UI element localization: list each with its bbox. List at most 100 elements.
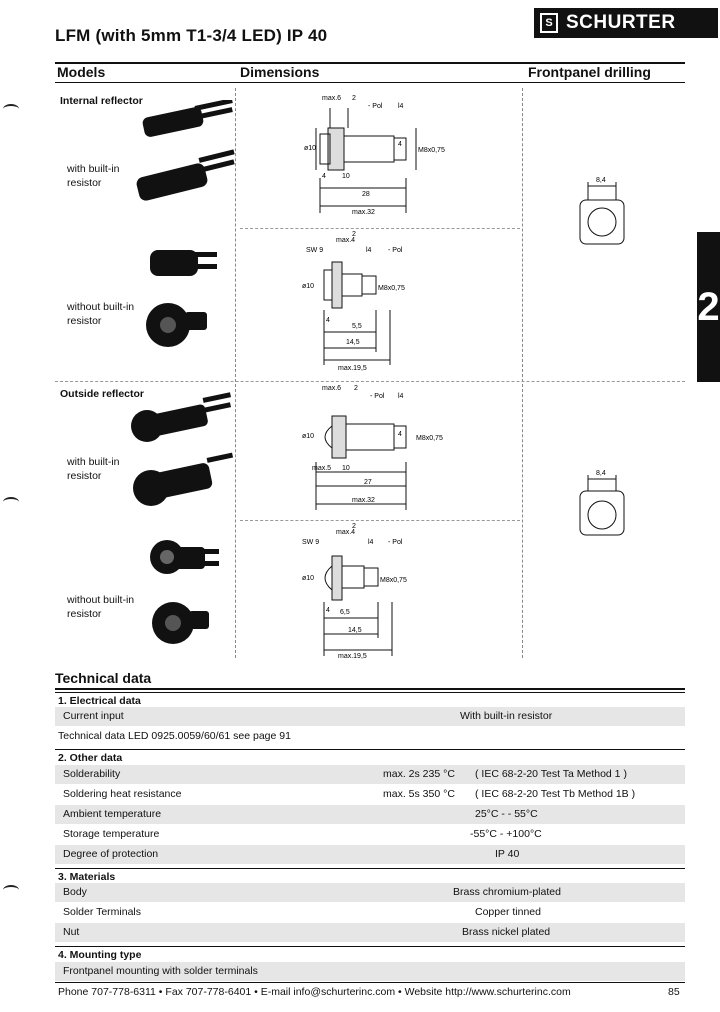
dim-label: 10: [342, 465, 350, 472]
table-row: Ambient temperature 25°C - - 55°C: [55, 805, 685, 824]
dim-label: 2: [352, 95, 356, 102]
punch-hole-mark: [3, 497, 19, 507]
group-label-internal: Internal reflector: [60, 95, 143, 107]
product-photo-internal-without-resistor: [146, 250, 217, 347]
section-mounting: 4. Mounting type: [55, 946, 685, 964]
section-other-data: 2. Other data: [55, 749, 685, 767]
dim-label: 5,5: [352, 323, 362, 330]
brand-mark: S: [540, 13, 558, 33]
dim-label: ø10: [302, 575, 314, 582]
dim-label: max.4: [336, 237, 355, 244]
page-number: 85: [668, 986, 680, 998]
column-divider: [235, 88, 236, 658]
dim-label: l4: [366, 247, 372, 254]
header-rule: [55, 62, 685, 64]
punch-hole-mark: [3, 885, 19, 895]
dim-label: M8x0,75: [416, 435, 443, 442]
dim-label: M8x0,75: [378, 285, 405, 292]
row-label: Technical data LED 0925.0059/60/61 see p…: [58, 730, 291, 742]
table-row: Soldering heat resistance max. 5s 350 °C…: [55, 785, 685, 804]
variant-label: resistor: [67, 470, 102, 482]
row-label: Degree of protection: [63, 848, 159, 860]
table-row: Nut Brass nickel plated: [55, 923, 685, 942]
dim-label: - Pol: [370, 393, 385, 400]
row-value: With built-in resistor: [460, 710, 553, 722]
section-heading: 2. Other data: [58, 752, 123, 764]
row-value: max. 5s 350 °C: [383, 788, 455, 800]
table-row: Body Brass chromium-plated: [55, 883, 685, 902]
technical-data-title: Technical data: [55, 670, 152, 686]
product-photo-internal-with-resistor: [136, 100, 235, 201]
dimension-drawing-2: max.4 2 SW 9 l4 - Pol ø10 M8x0,75 4 5,5 …: [302, 231, 405, 372]
dim-label: ø10: [302, 433, 314, 440]
dim-label: ø10: [304, 145, 316, 152]
drill-dim: 8,4: [596, 470, 606, 477]
dimension-drawing-3: max.6 2 - Pol l4 ø10 M8x0,75 4 max.5 10 …: [302, 385, 443, 510]
page-title: LFM (with 5mm T1-3/4 LED) IP 40: [55, 26, 328, 45]
dim-label: max.19,5: [338, 365, 367, 372]
row-label: Solderability: [63, 768, 121, 780]
dim-label: - Pol: [388, 247, 403, 254]
dim-label: SW 9: [302, 539, 319, 546]
section-materials: 3. Materials: [55, 868, 685, 886]
product-photo-outside-without-resistor: [150, 540, 219, 644]
variant-label: resistor: [67, 315, 102, 327]
dim-label: l4: [398, 393, 404, 400]
column-drilling: Frontpanel drilling: [528, 64, 651, 80]
technical-rule: [55, 688, 685, 690]
dimension-drawing-4: max.4 2 SW 9 l4 - Pol ø10 M8x0,75 4 6,5 …: [302, 523, 407, 660]
group-label-outside: Outside reflector: [60, 388, 145, 400]
dim-label: max.6: [322, 385, 341, 392]
variant-label: without built-in: [67, 594, 135, 606]
row-value: 25°C - - 55°C: [475, 808, 538, 820]
row-label: Storage temperature: [63, 828, 160, 840]
brand-name: SCHURTER: [566, 12, 676, 33]
dim-label: 2: [354, 385, 358, 392]
row-label: Body: [63, 886, 87, 898]
drilling-diagram-1: 8,4: [579, 177, 625, 245]
row-label: Ambient temperature: [63, 808, 162, 820]
column-dimensions: Dimensions: [240, 64, 320, 80]
section-heading: 4. Mounting type: [58, 949, 142, 961]
dim-label: max.32: [352, 497, 375, 504]
section-heading: 1. Electrical data: [58, 695, 141, 707]
dim-label: l4: [398, 103, 404, 110]
row-note: ( IEC 68-2-20 Test Tb Method 1B ): [475, 788, 636, 800]
dim-label: 28: [362, 191, 370, 198]
row-divider: [240, 520, 520, 521]
dim-label: ø10: [302, 283, 314, 290]
dim-label: max.19,5: [338, 653, 367, 660]
row-note: ( IEC 68-2-20 Test Ta Method 1 ): [475, 768, 627, 780]
column-divider: [522, 88, 523, 658]
section-electrical: 1. Electrical data: [55, 692, 685, 710]
row-label: Current input: [63, 710, 124, 722]
dim-label: SW 9: [306, 247, 323, 254]
dim-label: 4: [398, 431, 402, 438]
dim-label: l4: [368, 539, 374, 546]
dim-label: - Pol: [368, 103, 383, 110]
footer-contact: Phone 707-778-6311 • Fax 707-778-6401 • …: [58, 986, 571, 998]
dim-label: 4: [322, 173, 326, 180]
table-row: Frontpanel mounting with solder terminal…: [55, 962, 685, 981]
dim-label: max.32: [352, 209, 375, 216]
row-value: Copper tinned: [475, 906, 541, 918]
footer-rule: [55, 982, 685, 983]
table-row: Solderability max. 2s 235 °C ( IEC 68-2-…: [55, 765, 685, 784]
row-value: IP 40: [495, 848, 520, 860]
dim-label: max.5: [312, 465, 331, 472]
row-divider: [240, 228, 520, 229]
product-photo-outside-with-resistor: [131, 392, 234, 506]
dim-label: 14,5: [348, 627, 362, 634]
row-label: Soldering heat resistance: [63, 788, 182, 800]
punch-hole-mark: [3, 104, 19, 114]
column-header-rule: [55, 82, 685, 83]
variant-label: with built-in: [67, 456, 120, 468]
variant-label: with built-in: [67, 163, 120, 175]
dim-label: 10: [342, 173, 350, 180]
row-value: Brass chromium-plated: [453, 886, 561, 898]
dim-label: 2: [352, 523, 356, 530]
dim-label: max.4: [336, 529, 355, 536]
dim-label: max.6: [322, 95, 341, 102]
drill-dim: 8,4: [596, 177, 606, 184]
dim-label: 14,5: [346, 339, 360, 346]
